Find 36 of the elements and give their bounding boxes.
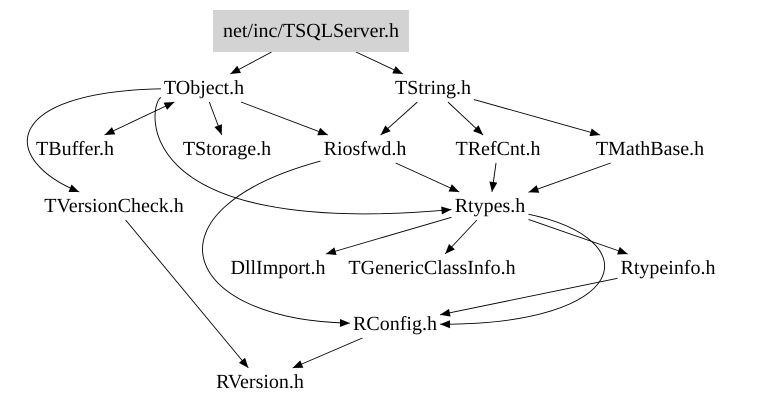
arrow	[528, 162, 612, 193]
arrow	[444, 220, 478, 254]
arrow	[380, 102, 418, 136]
file-name: Rtypeinfo.h	[618, 254, 718, 282]
arrow	[125, 220, 249, 368]
file-name: Rtypes.h	[452, 192, 528, 220]
arrow	[440, 278, 618, 317]
file-name: Riosfwd.h	[320, 135, 410, 163]
file-name: TStorage.h	[180, 135, 274, 163]
arrow	[240, 102, 328, 136]
file-name: TMathBase.h	[592, 135, 708, 163]
arrow	[202, 160, 350, 326]
arrow	[447, 102, 484, 136]
arrow	[230, 52, 272, 74]
arrow	[440, 214, 606, 328]
file-name: TGenericClassInfo.h	[345, 254, 519, 282]
file-name: RConfig.h	[350, 310, 440, 338]
file-name: TBuffer.h	[33, 135, 117, 163]
file-box: net/inc/TSQLServer.h	[212, 10, 410, 52]
arrow	[26, 88, 162, 192]
file-name: RVersion.h	[213, 368, 307, 396]
arrow	[474, 99, 601, 136]
file-name: TObject.h	[160, 74, 248, 102]
arrow	[325, 216, 452, 256]
arrow	[104, 102, 175, 136]
arrow	[489, 162, 498, 192]
arrow	[356, 52, 404, 74]
file-name: TVersionCheck.h	[41, 192, 187, 220]
arrow	[208, 102, 222, 136]
arrow	[292, 338, 363, 368]
file-name: TString.h	[392, 74, 474, 102]
arrow	[528, 218, 628, 254]
file-name: DllImport.h	[228, 254, 328, 282]
arrow	[154, 97, 452, 214]
file-name: TRefCnt.h	[452, 135, 544, 163]
arrow	[395, 162, 460, 192]
